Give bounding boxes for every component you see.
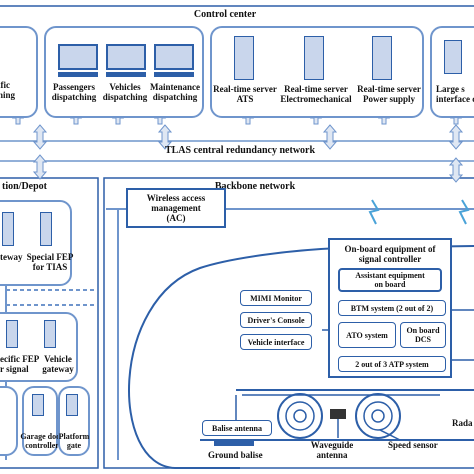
ato-system-box: ATO system [338,322,396,348]
redundancy-network-label: TLAS central redundancy network [164,145,316,156]
arrow-st-1 [32,154,48,180]
redundancy-bus [0,140,474,162]
vehicle-gateway-label: Vehicle gateway [42,354,74,374]
left-item-label: ific hing [0,80,16,100]
arrow-cc-2 [157,124,173,150]
speed-sensor-label: Speed sensor [388,440,438,450]
wheel-right [355,393,401,439]
dispatch-label-passengers: Passengers dispatching [51,82,97,102]
assistant-equipment-box: Assistant equipment on board [338,268,442,292]
wireless-icon-1 [368,199,380,225]
station-frame [0,177,99,469]
dispatch-label-maintenance: Maintenance dispatching [150,82,200,102]
train-outline [128,245,474,469]
onboard-title: On-board equipment of signal controller [344,244,436,264]
right-item-label: Large s interface c [436,84,474,104]
station-left-bottom-group [0,386,18,456]
arrow-bb-1 [448,157,464,183]
mimi-monitor-box: MIMI Monitor [240,290,312,306]
server-label-ats: Real-time server ATS [213,84,277,104]
server-icon-2 [304,36,324,80]
wireless-ac-box: Wireless access management (AC) [126,188,226,228]
computer-icon-3 [154,44,194,77]
computer-icon-1 [58,44,98,77]
atp-system-box: 2 out of 3 ATP system [338,356,446,372]
onboard-dcs-box: On board DCS [400,322,446,348]
vehicle-interface-box: Vehicle interface [240,334,312,350]
waveguide-antenna-label: Waveguide antenna [310,440,354,460]
computer-icon-2 [106,44,146,77]
backbone-frame [103,177,474,469]
drivers-console-box: Driver's Console [240,312,312,328]
wheel-left [277,393,323,439]
garage-door-label: Garage door controller [20,432,64,450]
control-center-left-group [0,26,38,118]
btm-system-box: BTM system (2 out of 2) [338,300,446,316]
radar-label: Rada [452,418,473,428]
backbone-title: Backbone network [214,181,296,192]
platform-gate-label: Platform gate [58,432,90,450]
vehicle-gateway-device-icon [44,320,56,348]
arrow-cc-1 [32,124,48,150]
special-fep-device-icon [40,212,52,246]
station-title: tion/Depot [2,181,47,192]
large-screen-icon [444,40,462,74]
special-fep-label: Special FEP for TIAS [26,252,74,272]
balise-antenna-box: Balise antenna [202,420,272,436]
platform-gate-icon [66,394,78,416]
gateway-label: teway [0,252,23,262]
dispatch-label-vehicles: Vehicles dispatching [102,82,148,102]
server-icon-3 [372,36,392,80]
server-label-electromechanical: Real-time server Electromechanical [280,84,352,104]
control-center-title: Control center [193,9,257,20]
garage-door-icon [32,394,44,416]
wireless-icon-2 [458,199,470,225]
arrow-cc-4 [448,124,464,150]
ground-balise-label: Ground balise [208,450,263,460]
specific-fep-label: ecific FEP r signal [0,354,40,374]
server-icon-1 [234,36,254,80]
specific-fep-device-icon [6,320,18,348]
ground-balise-mark [214,440,254,446]
waveguide-block [330,409,346,419]
arrow-cc-3 [322,124,338,150]
gateway-device-icon [2,212,14,246]
server-label-power: Real-time server Power supply [357,84,421,104]
